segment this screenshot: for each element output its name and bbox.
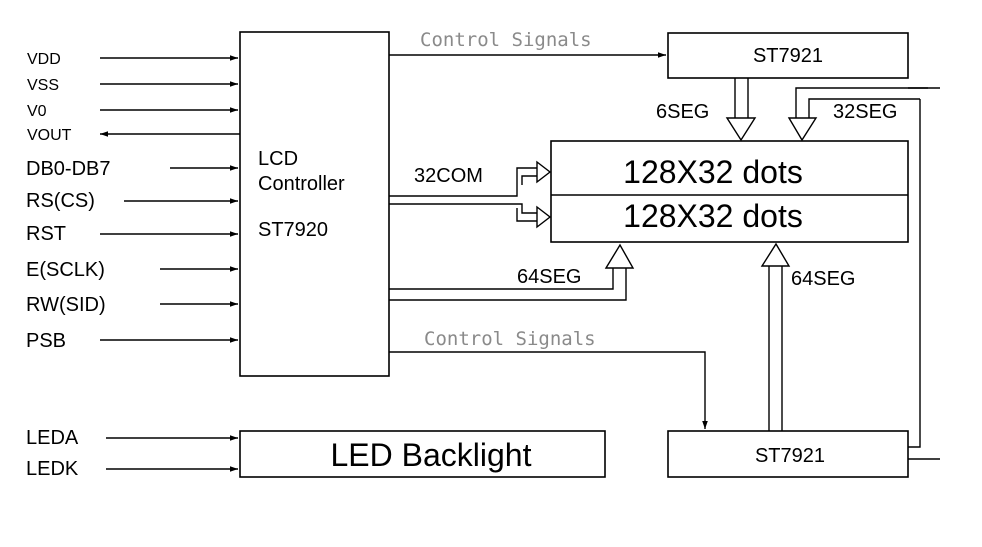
controller-label-lcd: LCD — [258, 148, 298, 170]
pin-db-label: DB0-DB7 — [26, 158, 110, 180]
pin-rw-label: RW(SID) — [26, 294, 106, 316]
controller-model: ST7920 — [258, 219, 328, 241]
right-riser-outer — [908, 99, 921, 448]
control-signals-bottom-label: Control Signals — [424, 328, 596, 350]
st7921-top-label: ST7921 — [753, 45, 823, 67]
pin-leda-label: LEDA — [26, 427, 79, 449]
pin-vdd-label: VDD — [27, 51, 61, 68]
seg64-left-arrow — [604, 243, 635, 269]
lcd-controller-block — [239, 31, 390, 377]
seg32-label: 32SEG — [833, 101, 897, 123]
panel-bottom-label: 128X32 dots — [623, 198, 803, 234]
st7921-bottom-label: ST7921 — [755, 445, 825, 467]
seg32-arrow — [787, 117, 818, 142]
seg64-left-bus-outer — [389, 268, 627, 301]
com-bus-lower-inner — [516, 208, 537, 222]
pin-vss-label: VSS — [27, 77, 59, 94]
led-backlight-block — [239, 430, 606, 478]
com-bus-upper-inner — [521, 175, 537, 185]
seg64-right-arrow — [760, 242, 791, 267]
pin-e-label: E(SCLK) — [26, 259, 105, 281]
seg64-left-bus-inner — [389, 268, 614, 290]
pin-rst-label: RST — [26, 223, 66, 245]
pin-v0-label: V0 — [27, 103, 47, 120]
pin-vout-label: VOUT — [27, 127, 72, 144]
seg6-label: 6SEG — [656, 101, 709, 123]
seg32-bus-inner — [808, 98, 920, 118]
com-label: 32COM — [414, 165, 483, 187]
seg64-left-label: 64SEG — [517, 266, 581, 288]
seg32-bus-outer — [795, 87, 928, 118]
com-arrow-top — [536, 160, 552, 184]
com-bus-upper — [389, 167, 537, 197]
lcd-panel-block — [550, 140, 909, 243]
pin-rs-label: RS(CS) — [26, 190, 95, 212]
pin-psb-label: PSB — [26, 330, 66, 352]
seg64-right-label: 64SEG — [791, 268, 855, 290]
control-signals-top-label: Control Signals — [420, 29, 592, 51]
controller-label-controller: Controller — [258, 173, 345, 195]
panel-top-label: 128X32 dots — [623, 154, 803, 190]
seg6-arrow — [725, 117, 757, 142]
com-arrow-bottom — [536, 205, 552, 229]
st7921-top-block — [667, 32, 909, 79]
backlight-label: LED Backlight — [331, 437, 532, 473]
control-signal-bottom-arrow — [389, 351, 708, 429]
pin-ledk-label: LEDK — [26, 458, 79, 480]
st7921-bottom-block — [667, 430, 909, 478]
com-bus-lower — [389, 203, 537, 214]
